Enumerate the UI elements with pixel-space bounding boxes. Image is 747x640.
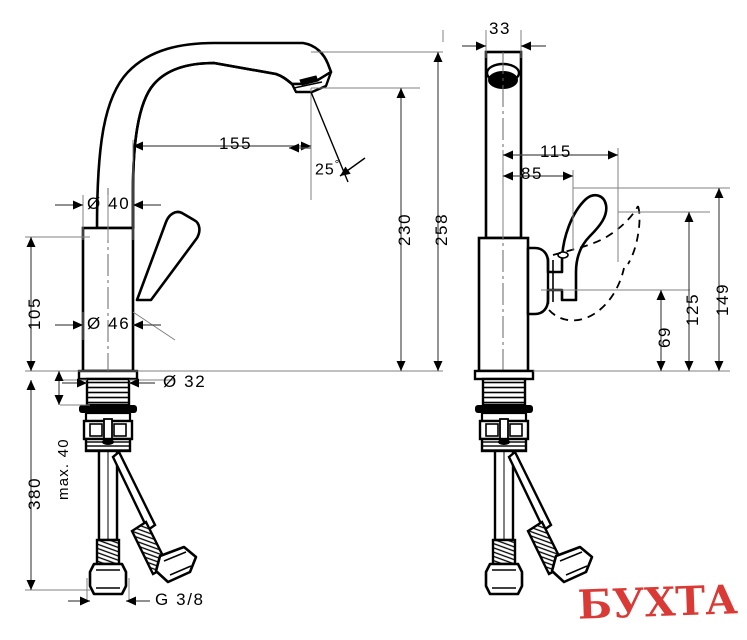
- dimension-label-handle-height-low: 69: [655, 325, 674, 348]
- watermark-svg: БУХТА: [576, 575, 740, 630]
- front-view-body: [77, 188, 139, 381]
- angle-degree-sign: °: [334, 159, 341, 171]
- watermark-text: БУХТА: [578, 578, 738, 629]
- dimension-label-spout-angle: 25°: [315, 160, 340, 178]
- dimension-label-diameter-46: Ø 46: [87, 314, 131, 333]
- side-view-faucet-outline: [473, 50, 535, 381]
- front-view-supply-hoses: [88, 449, 198, 596]
- dimension-label-spout-height: 230: [395, 212, 414, 246]
- dimension-label-hose-length: 380: [25, 476, 44, 510]
- side-view-lever-handle: [526, 193, 608, 316]
- dimension-label-diameter-40: Ø 40: [87, 194, 131, 213]
- side-view-mounting-shank: [475, 377, 533, 453]
- dimension-label-handle-height-top: 149: [713, 282, 732, 316]
- dimension-lines: [26, 41, 724, 606]
- angle-value: 25: [315, 161, 335, 179]
- dimension-label-handle-height-mid: 125: [683, 292, 702, 326]
- dimension-label-overall-height: 258: [432, 212, 451, 246]
- dimension-label-body-height: 105: [25, 296, 44, 330]
- dimension-label-handle-reach: 85: [521, 164, 544, 183]
- dimension-label-handle-reach-max: 115: [540, 142, 572, 161]
- dimension-label-spout-width: 33: [489, 19, 512, 38]
- dimension-label-max-deck-thickness: max. 40: [55, 438, 72, 500]
- dimension-label-spout-reach: 155: [219, 134, 253, 153]
- side-view-supply-hoses: [484, 449, 594, 596]
- front-view-lever-handle: [135, 210, 201, 302]
- side-view-handle-swivel-ghost: [548, 205, 641, 322]
- front-view-mounting-shank: [79, 377, 137, 453]
- watermark-buhta: БУХТА: [576, 575, 740, 630]
- dimension-label-diameter-32: Ø 32: [163, 372, 207, 391]
- front-view-faucet-outline: [95, 41, 333, 230]
- dimension-label-thread-g38: G 3/8: [155, 590, 205, 609]
